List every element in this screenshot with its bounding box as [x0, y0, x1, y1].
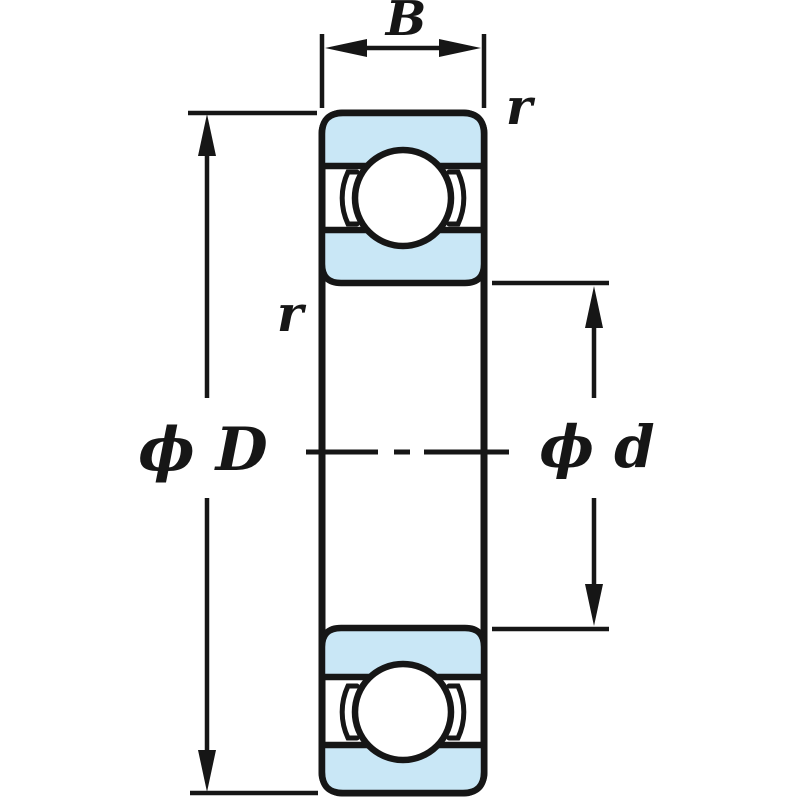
- dimension-width-B: B: [319, 0, 487, 108]
- groove-edge-bottom-left: [339, 683, 360, 741]
- ball-bottom: [351, 660, 455, 764]
- ball-top: [351, 146, 455, 250]
- inner-race-bottom: [318, 624, 488, 681]
- arrowhead-d-down: [198, 750, 216, 792]
- groove-edge-top-left: [339, 169, 360, 227]
- bearing-body: [318, 109, 488, 797]
- groove-edge-top-right: [446, 169, 467, 227]
- outer-race-top: [318, 109, 488, 170]
- outer-diameter-label: ϕ D: [138, 415, 267, 485]
- chamfer-radius-label-inner: r: [277, 284, 307, 343]
- width-label: B: [384, 0, 427, 47]
- dimension-outer-diameter: ϕ D: [138, 110, 318, 796]
- inner-race-top: [318, 226, 488, 287]
- arrowhead-bore-up: [585, 286, 603, 328]
- groove-edge-bottom-right: [446, 683, 467, 741]
- arrowhead-b-right: [439, 39, 481, 57]
- outer-race-bottom: [318, 741, 488, 797]
- bore-diameter-label: ϕ d: [539, 413, 654, 481]
- chamfer-radius-label-outer: r: [506, 77, 536, 136]
- arrowhead-bore-down: [585, 584, 603, 626]
- dimension-bore-diameter: ϕ d: [492, 280, 655, 632]
- arrowhead-b-left: [325, 39, 367, 57]
- arrowhead-d-up: [198, 114, 216, 156]
